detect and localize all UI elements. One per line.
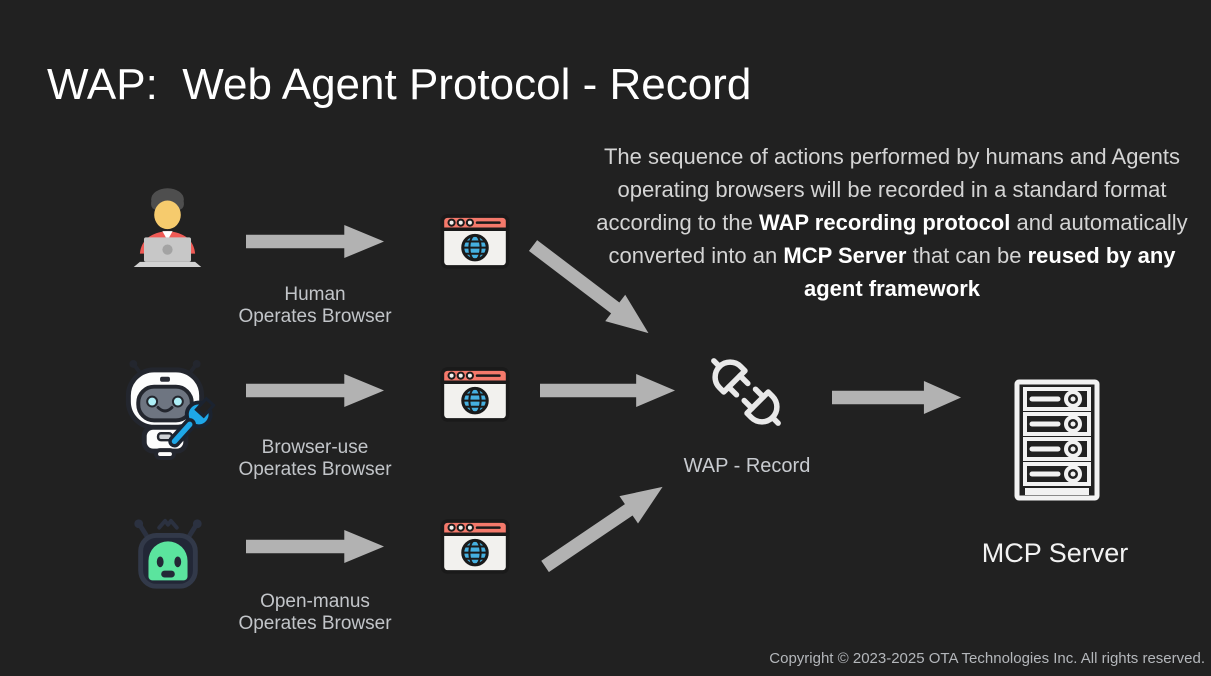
annotation-segment-bold: WAP recording protocol [758,210,1011,235]
arrow-browser3-to-wap [535,472,673,581]
arrow-openmanus-to-browser [246,529,385,564]
robot-wrench-icon [112,356,220,465]
annotation-segment: that can be [906,243,1028,268]
arrow-wap-to-mcp [832,380,962,415]
row-label-openmanus: Open-manus Operates Browser [200,591,430,635]
arrow-browseruse-to-browser [246,373,385,408]
annotation-segment: and automatically converted into an [608,210,1188,268]
openmanus-robot-icon [126,514,210,601]
mcp-server-label: MCP Server [981,538,1129,568]
plug-connectors-icon [694,348,794,445]
annotation-text: The sequence of actions performed by hum… [585,140,1199,305]
row-label-line2: Operates Browser [238,613,392,634]
arrow-human-to-browser [246,224,385,259]
row-label-line2: Operates Browser [238,459,392,480]
arrow-browser2-to-wap [540,373,676,408]
wap-record-label: WAP - Record [683,455,811,477]
annotation-segment-bold: reused by any agent framework [803,243,1176,301]
human-at-laptop-icon [120,178,215,273]
browser-window-globe-icon [440,214,510,274]
annotation-segment: The sequence of actions performed by hum… [596,144,1181,235]
row-label-browseruse: Browser-use Operates Browser [200,437,430,481]
copyright: Copyright © 2023-2025 OTA Technologies I… [769,650,1205,667]
page-title: WAP: Web Agent Protocol - Record [47,60,752,109]
browser-window-globe-icon [440,519,510,579]
row-label-line2: Operates Browser [238,306,392,327]
row-label-line1: Open-manus [260,591,370,612]
annotation-segment-bold: MCP Server [783,243,907,268]
row-label-human: Human Operates Browser [200,284,430,328]
server-rack-icon [1014,379,1100,506]
arrow-browser1-to-wap [522,232,659,348]
row-label-line1: Human [284,284,346,305]
row-label-line1: Browser-use [261,437,369,458]
browser-window-globe-icon [440,367,510,427]
